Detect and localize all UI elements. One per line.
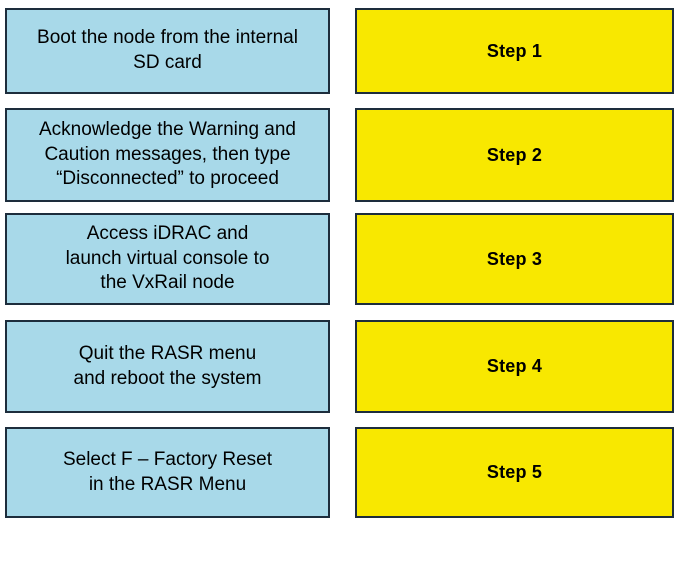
target-box-step-1[interactable]: Step 1 [355, 8, 674, 94]
target-label-4: Step 4 [486, 356, 543, 376]
prompt-text-5: Select F – Factory Reset in the RASR Men… [62, 448, 273, 495]
target-box-step-5[interactable]: Step 5 [355, 427, 674, 518]
prompt-text-4: Quit the RASR menu and reboot the system [73, 342, 262, 389]
target-box-step-3[interactable]: Step 3 [355, 213, 674, 305]
target-label-1: Step 1 [486, 40, 543, 61]
match-row: Quit the RASR menu and reboot the system… [0, 320, 687, 413]
prompt-box-2[interactable]: Acknowledge the Warning and Caution mess… [5, 108, 330, 202]
target-label-3: Step 3 [486, 248, 543, 269]
prompt-text-1: Boot the node from the internal SD card [37, 27, 298, 73]
match-row: Acknowledge the Warning and Caution mess… [0, 108, 687, 202]
match-row: Access iDRAC and launch virtual console … [0, 213, 687, 305]
target-label-5: Step 5 [486, 462, 543, 482]
target-box-step-4[interactable]: Step 4 [355, 320, 674, 413]
prompt-box-5[interactable]: Select F – Factory Reset in the RASR Men… [5, 427, 330, 518]
prompt-box-1[interactable]: Boot the node from the internal SD card [5, 8, 330, 94]
prompt-text-2: Acknowledge the Warning and Caution mess… [38, 118, 296, 190]
match-row: Select F – Factory Reset in the RASR Men… [0, 427, 687, 518]
prompt-text-3: Access iDRAC and launch virtual console … [65, 222, 270, 294]
prompt-box-4[interactable]: Quit the RASR menu and reboot the system [5, 320, 330, 413]
target-box-step-2[interactable]: Step 2 [355, 108, 674, 202]
prompt-box-3[interactable]: Access iDRAC and launch virtual console … [5, 213, 330, 305]
target-label-2: Step 2 [486, 144, 543, 165]
match-row: Boot the node from the internal SD card … [0, 8, 687, 94]
step-matching-area: Boot the node from the internal SD card … [0, 8, 687, 518]
